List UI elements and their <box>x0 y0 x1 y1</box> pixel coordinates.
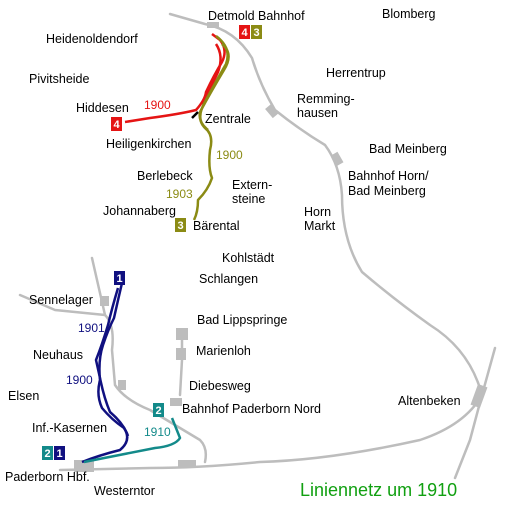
place-externsteine-1: Extern- <box>232 178 272 192</box>
tram-line-2 <box>83 417 182 464</box>
line-2-route <box>83 417 182 464</box>
place-hiddesen: Hiddesen <box>76 101 129 115</box>
station-marker-westerntor <box>178 460 196 468</box>
tram-line-3 <box>192 35 230 221</box>
place-pivitsheide: Pivitsheide <box>29 72 89 86</box>
svg-text:1: 1 <box>56 448 62 460</box>
place-neuhaus: Neuhaus <box>33 348 83 362</box>
station-marker-remminghausen <box>265 103 279 119</box>
place-bf-horn-2: Bad Meinberg <box>348 184 426 198</box>
place-heiligenkirchen: Heiligenkirchen <box>106 137 192 151</box>
svg-text:3: 3 <box>253 27 259 39</box>
line-3-route-b <box>198 43 230 131</box>
place-inf-kasernen: Inf.-Kasernen <box>32 421 107 435</box>
place-bad-meinberg: Bad Meinberg <box>369 142 447 156</box>
svg-text:2: 2 <box>155 405 161 417</box>
badge-line-4-detmold: 4 <box>239 25 250 39</box>
place-altenbeken: Altenbeken <box>398 394 461 408</box>
railway-altenbeken-east <box>453 393 484 480</box>
svg-text:3: 3 <box>177 220 183 232</box>
place-labels: Detmold Bahnhof Blomberg Heidenoldendorf… <box>5 7 461 498</box>
year-label-sennelager: 1901 <box>78 321 105 335</box>
badge-line-3-detmold: 3 <box>251 25 262 39</box>
place-bf-paderborn-nord: Bahnhof Paderborn Nord <box>182 402 321 416</box>
station-marker-altenbeken <box>470 383 488 409</box>
railway-sennelager <box>18 293 208 464</box>
year-label-line-2: 1910 <box>144 425 171 439</box>
railway-stations <box>74 22 488 472</box>
place-blomberg: Blomberg <box>382 7 436 21</box>
place-marienloh: Marienloh <box>196 344 251 358</box>
place-paderborn-hbf: Paderborn Hbf. <box>5 470 90 484</box>
place-sennelager: Sennelager <box>29 293 93 307</box>
station-marker-hbf <box>74 460 94 472</box>
place-herrentrup: Herrentrup <box>326 66 386 80</box>
badge-line-3-baerental: 3 <box>175 218 186 232</box>
place-remminghausen-2: hausen <box>297 106 338 120</box>
badge-line-1-sennelager: 1 <box>114 271 125 285</box>
badge-line-2-nord: 2 <box>153 403 164 417</box>
place-diebesweg: Diebesweg <box>189 379 251 393</box>
railway-detmold-altenbeken <box>168 12 484 397</box>
place-zentrale: Zentrale <box>205 112 251 126</box>
place-berlebeck: Berlebeck <box>137 169 193 183</box>
railway-sennelager-north <box>90 256 107 317</box>
year-label-berlebeck: 1900 <box>216 148 243 162</box>
svg-text:4: 4 <box>241 27 248 39</box>
place-horn-1: Horn <box>304 205 331 219</box>
svg-text:1: 1 <box>116 273 122 285</box>
place-baerental: Bärental <box>193 219 240 233</box>
line-1-route <box>81 282 129 464</box>
station-marker-sennelager <box>100 296 109 306</box>
badge-line-4-hiddesen: 4 <box>111 117 122 131</box>
year-label-neuhaus: 1900 <box>66 373 93 387</box>
badge-line-1-hbf: 1 <box>54 446 65 460</box>
place-elsen: Elsen <box>8 389 39 403</box>
station-marker-detmold <box>207 22 219 28</box>
station-marker-horn <box>330 151 344 167</box>
year-label-johannaberg: 1903 <box>166 187 193 201</box>
place-remminghausen-1: Remming- <box>297 92 355 106</box>
depot-mark <box>191 111 199 119</box>
place-westerntor: Westerntor <box>94 484 155 498</box>
line-3-route <box>192 35 229 221</box>
year-label-hiddesen: 1900 <box>144 98 171 112</box>
place-johannaberg: Johannaberg <box>103 204 176 218</box>
line-1-route-b <box>94 287 130 437</box>
line-4-route <box>124 33 226 124</box>
station-marker-marienloh <box>176 348 186 360</box>
station-marker-lippspringe <box>176 328 188 340</box>
place-detmold-bahnhof: Detmold Bahnhof <box>208 9 305 23</box>
svg-text:4: 4 <box>113 119 120 131</box>
place-bad-lippspringe: Bad Lippspringe <box>197 313 287 327</box>
station-marker-diebesweg <box>118 380 126 390</box>
tram-line-4 <box>124 33 226 124</box>
place-kohlstaedt: Kohlstädt <box>222 251 275 265</box>
badge-line-2-hbf: 2 <box>42 446 53 460</box>
tram-line-1 <box>81 282 130 464</box>
place-horn-2: Markt <box>304 219 336 233</box>
station-marker-paderborn-nord <box>170 398 182 406</box>
map-title: Liniennetz um 1910 <box>300 480 457 500</box>
place-externsteine-2: steine <box>232 192 265 206</box>
svg-text:2: 2 <box>44 448 50 460</box>
line-4-route-b <box>200 43 222 105</box>
place-heidenoldendorf: Heidenoldendorf <box>46 32 138 46</box>
place-schlangen: Schlangen <box>199 272 258 286</box>
place-bf-horn-1: Bahnhof Horn/ <box>348 169 429 183</box>
